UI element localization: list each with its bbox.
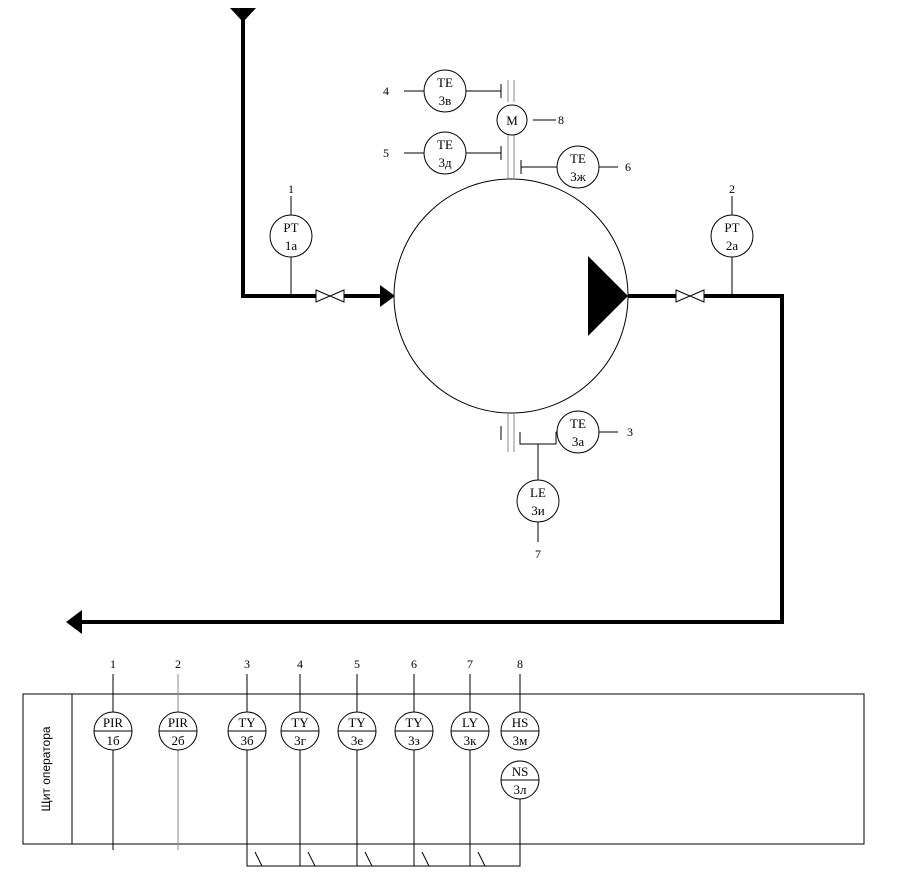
instrument-te3v: TE 3в bbox=[423, 69, 467, 113]
instrument-number: 3ж bbox=[570, 169, 587, 184]
field-connections bbox=[290, 90, 733, 542]
instrument-code: TE bbox=[570, 151, 586, 166]
instrument-number: 3к bbox=[464, 733, 478, 748]
instrument-code: TE bbox=[437, 137, 453, 152]
instrument-circle bbox=[556, 145, 600, 189]
instrument-ly3k: LY 3к bbox=[450, 711, 490, 751]
flow-arrow-in bbox=[380, 285, 395, 307]
instrument-hs3m: HS 3м bbox=[500, 711, 540, 751]
instrument-ty3e: TY 3е bbox=[337, 711, 377, 751]
panel-column-number: 2 bbox=[175, 657, 181, 671]
instrument-circle bbox=[556, 410, 600, 454]
instrument-ty3z: TY 3з bbox=[394, 711, 434, 751]
instrument-number: 3в bbox=[439, 93, 452, 108]
panel-column-number: 6 bbox=[411, 657, 417, 671]
panel-column-number: 7 bbox=[467, 657, 473, 671]
panel-column-number: 3 bbox=[244, 657, 250, 671]
instrument-number: 3е bbox=[351, 733, 364, 748]
valve-outlet bbox=[675, 289, 705, 303]
instrument-number: 2б bbox=[171, 733, 185, 748]
instrument-code: HS bbox=[512, 715, 529, 730]
panel-column-number: 5 bbox=[354, 657, 360, 671]
instrument-number: 3б bbox=[240, 733, 254, 748]
process-pipe bbox=[66, 8, 784, 634]
instrument-pt1a: PT 1а bbox=[269, 214, 313, 258]
instrument-number: 1б bbox=[106, 733, 120, 748]
instrument-code: PIR bbox=[103, 715, 124, 730]
panel-column-number: 4 bbox=[297, 657, 303, 671]
instrument-number: 3и bbox=[531, 503, 545, 518]
line-number-te3zh: 6 bbox=[625, 160, 631, 174]
instrument-code: PT bbox=[283, 220, 298, 235]
instrument-code: PT bbox=[724, 220, 739, 235]
panel-column-number: 8 bbox=[517, 657, 523, 671]
instrument-pt2a: PT 2а bbox=[710, 214, 754, 258]
instrument-code: TY bbox=[291, 715, 309, 730]
instrument-number: 3м bbox=[513, 733, 528, 748]
line-number-te3v: 4 bbox=[383, 84, 389, 98]
instrument-code: NS bbox=[512, 764, 529, 779]
instrument-number: 3д bbox=[438, 155, 452, 170]
instrument-number: 3з bbox=[408, 733, 420, 748]
instrument-circle bbox=[516, 479, 560, 523]
operator-panel: Щит оператора bbox=[22, 693, 865, 845]
instrument-te3a: TE 3а bbox=[556, 410, 600, 454]
line-number-pt2a: 2 bbox=[729, 182, 735, 196]
panel-signal-lines bbox=[112, 750, 521, 867]
instrument-number: 3л bbox=[514, 782, 528, 797]
instrument-circle bbox=[423, 69, 467, 113]
instrument-le3i: LE 3и bbox=[516, 479, 560, 523]
inlet-marker bbox=[230, 8, 256, 22]
instrument-te3zh: TE 3ж bbox=[556, 145, 600, 189]
instrument-te3d: TE 3д bbox=[423, 131, 467, 175]
instrument-circle bbox=[710, 214, 754, 258]
instrument-code: TY bbox=[348, 715, 366, 730]
line-number-te3a: 3 bbox=[627, 425, 633, 439]
field-line-numbers: 1 2 4 5 6 3 7 8 bbox=[288, 84, 735, 561]
pump-discharge-triangle bbox=[588, 256, 628, 336]
motor: M bbox=[496, 104, 528, 136]
instrument-number: 2а bbox=[726, 238, 739, 253]
instrument-code: TY bbox=[405, 715, 423, 730]
instrument-number: 3г bbox=[294, 733, 306, 748]
panel-frame bbox=[22, 693, 865, 845]
line-number-motor: 8 bbox=[558, 113, 564, 127]
line-number-pt1a: 1 bbox=[288, 182, 294, 196]
instrument-code: TE bbox=[570, 416, 586, 431]
instrument-ty3g: TY 3г bbox=[280, 711, 320, 751]
valve-inlet bbox=[315, 289, 345, 303]
motor-label: M bbox=[506, 113, 518, 128]
instrument-circle bbox=[423, 131, 467, 175]
line-number-te3d: 5 bbox=[383, 146, 389, 160]
instrument-code: TY bbox=[238, 715, 256, 730]
line-number-le3i: 7 bbox=[535, 547, 541, 561]
instrument-circle bbox=[269, 214, 313, 258]
panel-columns: 1 2 3 4 5 6 7 8 bbox=[110, 657, 523, 712]
outlet-arrow bbox=[66, 610, 82, 634]
instrument-pir1b: PIR 1б bbox=[93, 711, 133, 751]
instrument-code: TE bbox=[437, 75, 453, 90]
instrument-pir2b: PIR 2б bbox=[158, 711, 198, 751]
panel-column-number: 1 bbox=[110, 657, 116, 671]
panel-label: Щит оператора bbox=[39, 726, 53, 811]
instrument-code: LE bbox=[530, 485, 546, 500]
instrument-number: 3а bbox=[572, 434, 585, 449]
pump-bottom-seal bbox=[500, 413, 515, 452]
instrument-number: 1а bbox=[285, 238, 298, 253]
instrument-ns3l: NS 3л bbox=[500, 760, 540, 800]
instrument-code: PIR bbox=[168, 715, 189, 730]
instrument-code: LY bbox=[462, 715, 479, 730]
instrument-ty3b: TY 3б bbox=[227, 711, 267, 751]
